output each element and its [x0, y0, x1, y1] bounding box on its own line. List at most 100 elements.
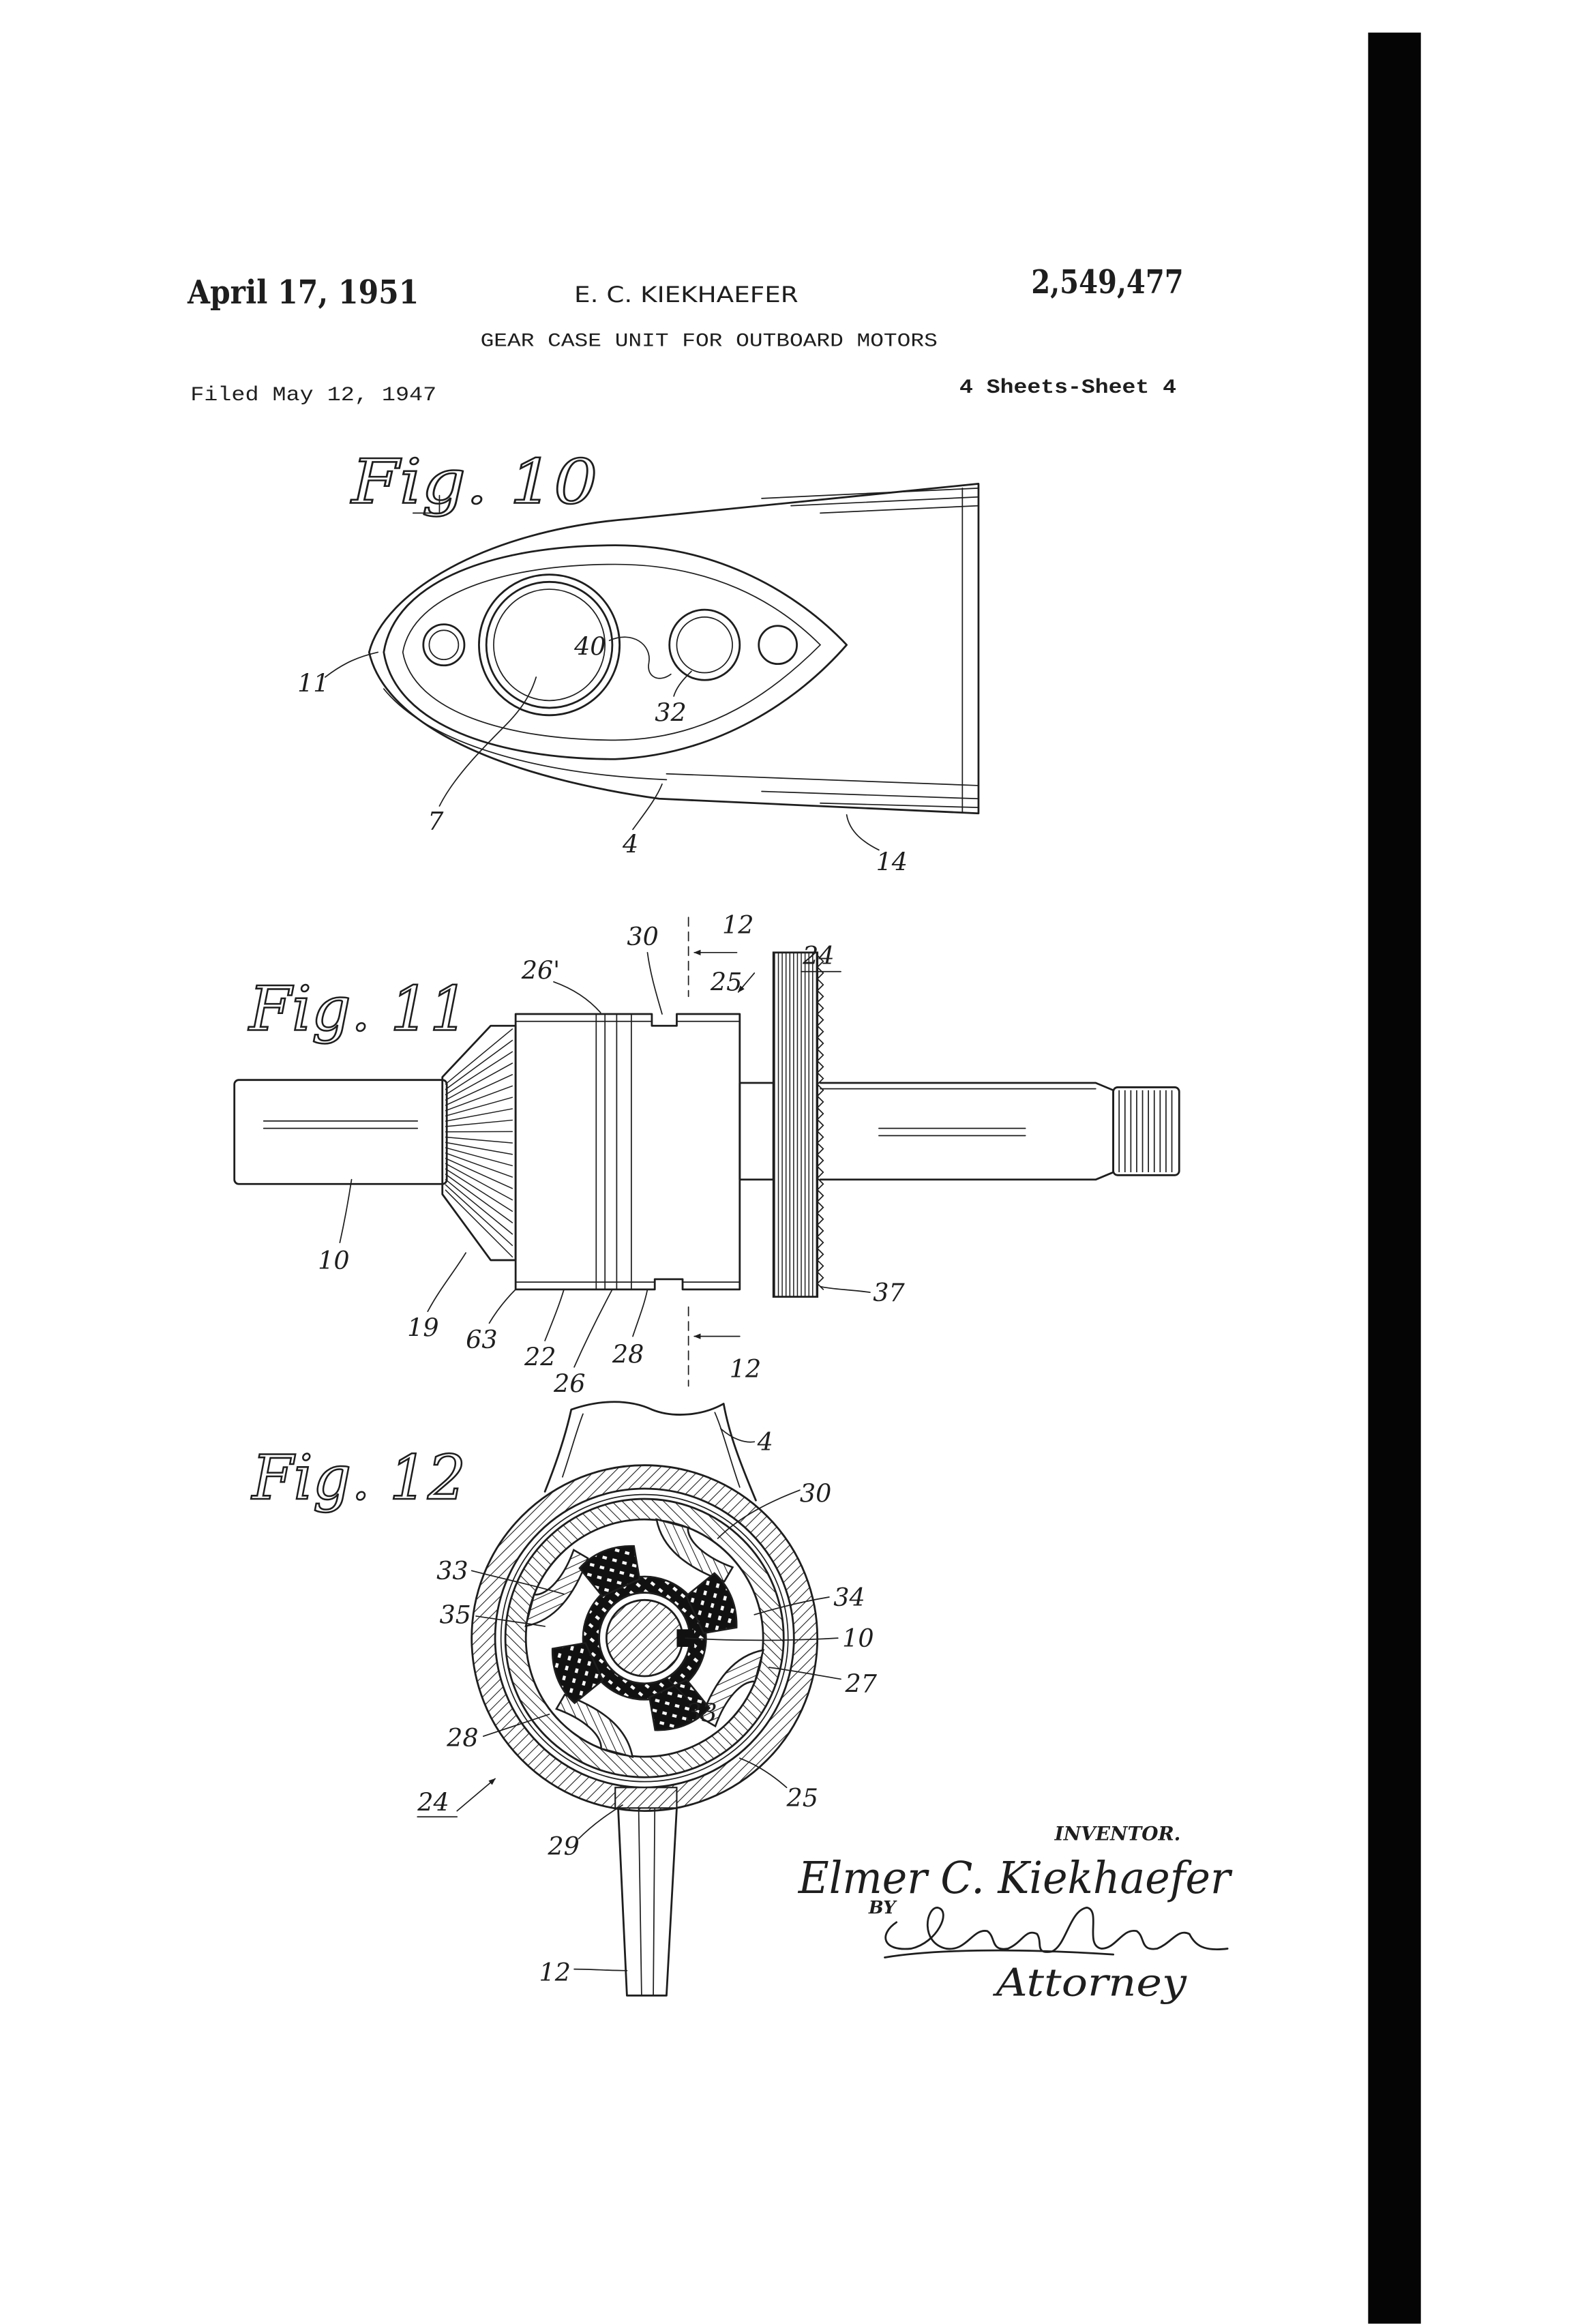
bevel-gear-tooth [445, 1189, 513, 1258]
clutch-body-outline [514, 1013, 741, 1291]
bevel-gear-tooth [445, 1062, 513, 1101]
fig11-ref-10: 10 [318, 1246, 349, 1275]
water-tube-opening [668, 608, 741, 681]
bevel-gear-teeth [445, 1028, 513, 1258]
fig11-label: Fig. 11 [248, 974, 468, 1045]
inventor-name: E. C. KIEKHAEFER [574, 282, 799, 308]
attorney-caption: Attorney [992, 1961, 1188, 2005]
fig10-ref-14: 14 [876, 848, 908, 877]
fig12-ref-33-top: 33 [436, 1556, 468, 1585]
attorney-signature [884, 1907, 1229, 1958]
fig11-ref-28: 28 [612, 1339, 644, 1369]
housing-ring-outer-edge [471, 1464, 819, 1813]
fig11-ref-26-prime: 26' [521, 955, 560, 985]
clutch-lug [655, 1518, 734, 1583]
gear-case-top-shading [761, 487, 979, 514]
fig12-ref-10: 10 [842, 1624, 874, 1653]
section-line-12-12 [687, 917, 741, 1387]
fig11-ref-63: 63 [466, 1325, 497, 1354]
bevel-gear-tooth [445, 1147, 513, 1167]
fig10-label-underline [412, 494, 441, 514]
fig12-ref-4: 4 [757, 1427, 773, 1457]
fig11-leader-lines [339, 951, 871, 1368]
fig12-ref-29: 29 [547, 1832, 579, 1861]
fig11-ref-30: 30 [627, 922, 658, 951]
fig12-ref-34: 34 [833, 1583, 865, 1612]
bevel-gear-tooth [445, 1073, 513, 1106]
bevel-gear-tooth [445, 1097, 513, 1117]
bolt-hole-right [758, 625, 798, 666]
bolt-hole-left [422, 623, 466, 667]
bevel-gear-tooth [445, 1184, 513, 1247]
driving-disc [772, 951, 819, 1298]
shaft-gap-section [738, 1082, 775, 1181]
fig10-ref-32: 32 [655, 698, 686, 727]
bevel-gear-tooth [445, 1142, 513, 1155]
lower-strut-outline [617, 1806, 678, 1997]
rubber-cushion-arm [551, 1641, 604, 1705]
fig12-ref-12: 12 [539, 1958, 571, 1987]
shaft-right-section [819, 1082, 1114, 1181]
fig12-ref-28: 28 [446, 1723, 478, 1753]
bevel-gear-tooth [445, 1108, 513, 1122]
gear-case-bottom-shading [383, 688, 979, 809]
shaft-threaded-end [1112, 1086, 1180, 1176]
fig11-ref-37: 37 [873, 1278, 905, 1307]
clutch-lug [700, 1649, 765, 1728]
fig12-ref-35: 35 [439, 1600, 471, 1630]
figure-11: Fig. 11 [233, 910, 1180, 1398]
patent-date: April 17, 1951 [187, 274, 419, 312]
sheet-count: 4 Sheets-Sheet 4 [959, 376, 1176, 400]
strut-weld-block [614, 1787, 678, 1809]
signature-block: INVENTOR. Elmer C. Kiekhaefer BY Attorne… [798, 1823, 1233, 2006]
fig10-label: Fig. 10 [350, 446, 597, 518]
flange-plate-outline [383, 544, 848, 760]
fig12-ref-27: 27 [844, 1669, 877, 1699]
bevel-gear-tooth [445, 1051, 513, 1096]
clutch-ring-outer-edge [504, 1498, 785, 1778]
housing-neck-outline [543, 1401, 757, 1502]
shaft-left-highlight [263, 1120, 419, 1129]
bevel-gear-tooth [445, 1085, 513, 1112]
scan-margin-bar [1368, 32, 1421, 2324]
rubber-cushion-arm [685, 1572, 738, 1635]
bevel-gear-tooth [445, 1028, 513, 1085]
clutch-ring-inner-edge [524, 1518, 764, 1758]
bevel-gear-tooth [445, 1136, 513, 1144]
running-clearance [500, 1493, 789, 1783]
clutch-body-inner-lines [515, 1013, 741, 1290]
bevel-gear-tooth [445, 1178, 513, 1235]
fig11-ref-12-top: 12 [722, 910, 753, 940]
fig11-ref-24: 24 [802, 941, 834, 970]
fig10-ref-11: 11 [297, 668, 329, 698]
rubber-cushion-arm [578, 1545, 641, 1598]
fig12-ref-33-bottom: 33 [685, 1699, 717, 1728]
shaft-left-section [233, 1079, 448, 1185]
driving-disc-teeth-edge [816, 955, 824, 1290]
fig10-leader-lines [325, 636, 880, 851]
by-caption: BY [868, 1898, 897, 1918]
bevel-gear-tooth [445, 1174, 513, 1223]
clutch-lug [555, 1693, 634, 1759]
rubber-cushion-arm [648, 1678, 711, 1731]
patent-number: 2,549,477 [1031, 264, 1183, 301]
shaft-right-highlight [820, 1088, 1096, 1137]
drive-shaft-opening [478, 573, 621, 717]
fig12-ref-25: 25 [786, 1783, 818, 1813]
fig12-ref-24: 24 [417, 1788, 449, 1817]
fig11-ref-19: 19 [407, 1313, 438, 1343]
fig11-ref-26: 26 [553, 1369, 585, 1398]
figure-12: Fig. 12 [250, 1401, 878, 1997]
fig10-ref-4: 4 [622, 830, 638, 859]
bevel-gear-tooth [445, 1119, 513, 1127]
bevel-gear-tooth [445, 1157, 513, 1189]
bevel-gear-tooth [445, 1039, 513, 1090]
shaft-section [605, 1598, 684, 1678]
filing-date: Filed May 12, 1947 [190, 384, 436, 407]
flange-plate-inner-outline [402, 563, 822, 741]
housing-neck-inner-lines [562, 1412, 741, 1488]
fig11-ref-12-bottom: 12 [730, 1354, 761, 1384]
clutch-lug [524, 1549, 589, 1628]
fig10-ref-40: 40 [573, 632, 606, 661]
